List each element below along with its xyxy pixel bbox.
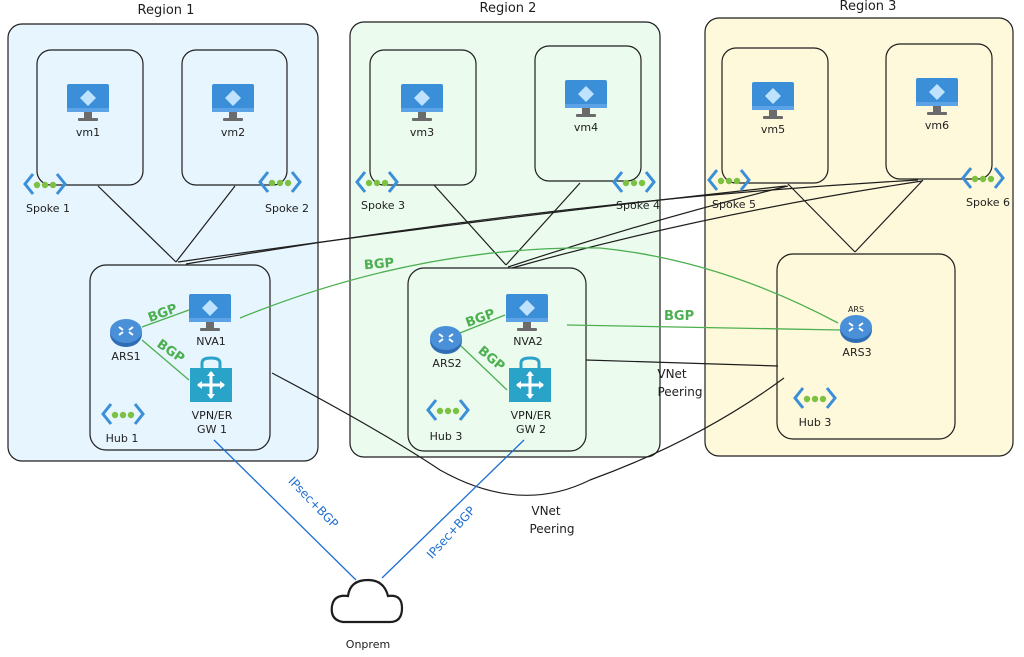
vm5-label: vm5 <box>761 123 785 136</box>
region-2-box <box>349 21 661 458</box>
vm2-box <box>181 49 288 186</box>
region-3-title: Region 3 <box>840 0 897 14</box>
gw2-label-line1: VPN/ER <box>511 409 552 422</box>
vnet-peering-hub1-label-line2: Peering <box>529 522 574 536</box>
hub2-label: Hub 3 <box>430 430 463 443</box>
spoke6-label: Spoke 6 <box>966 196 1010 209</box>
spoke5-label: Spoke 5 <box>712 198 756 211</box>
hub1-box <box>89 264 271 451</box>
ars3-router-icon <box>839 314 873 344</box>
onprem-label: Onprem <box>346 638 390 651</box>
vm3-label: vm3 <box>410 126 434 139</box>
vnet-peering-hub2-label-line2: Peering <box>657 385 702 399</box>
nva1-label: NVA1 <box>196 335 226 348</box>
vm2-label: vm2 <box>221 126 245 139</box>
gw1-label-line2: GW 1 <box>197 423 227 436</box>
vm1-label: vm1 <box>76 126 100 139</box>
ars3-label: ARS3 <box>842 346 871 359</box>
region-1-box <box>7 23 319 462</box>
ars1-router-icon <box>109 318 143 348</box>
hub3-label: Hub 3 <box>799 416 832 429</box>
vnet-peering-hub2-label-line1: VNet <box>657 367 687 381</box>
spoke-hub-links <box>97 179 924 496</box>
spoke4-label: Spoke 4 <box>616 199 660 212</box>
gw2-label-line2: GW 2 <box>516 423 546 436</box>
vm4-box <box>534 45 642 182</box>
vm4-label: vm4 <box>574 121 598 134</box>
vm5-box <box>721 47 829 184</box>
ipsec-label-gw2: IPsec+BGP <box>424 504 478 562</box>
bgp-links <box>141 247 841 391</box>
region-2-title: Region 2 <box>480 1 537 16</box>
ars3-small-label: ARS <box>848 305 864 314</box>
bgp-label-hub2-hub3: BGP <box>664 309 694 324</box>
hub3-box <box>776 253 956 440</box>
spoke2-label: Spoke 2 <box>265 202 309 215</box>
ipsec-links <box>213 439 525 581</box>
gw1-label-line1: VPN/ER <box>192 409 233 422</box>
region-3-box <box>704 17 1014 457</box>
vm6-box <box>885 43 993 180</box>
hub2-box <box>407 267 587 452</box>
vm6-label: vm6 <box>925 119 949 132</box>
ars1-label: ARS1 <box>111 350 140 363</box>
nva2-label: NVA2 <box>513 335 543 348</box>
region-1-title: Region 1 <box>138 3 195 18</box>
ars2-router-icon <box>429 325 463 355</box>
spoke3-label: Spoke 3 <box>361 199 405 212</box>
vnet-peering-hub1-label-line1: VNet <box>531 504 561 518</box>
bgp-label-hub1-hub3: BGP <box>363 256 394 274</box>
onprem-cloud-icon <box>330 578 404 624</box>
ars2-label: ARS2 <box>432 357 461 370</box>
ipsec-label-gw1: IPsec+BGP <box>286 474 342 531</box>
vm3-box <box>369 49 477 186</box>
hub1-label: Hub 1 <box>106 432 139 445</box>
spoke1-label: Spoke 1 <box>26 202 70 215</box>
vm1-box <box>36 49 144 186</box>
